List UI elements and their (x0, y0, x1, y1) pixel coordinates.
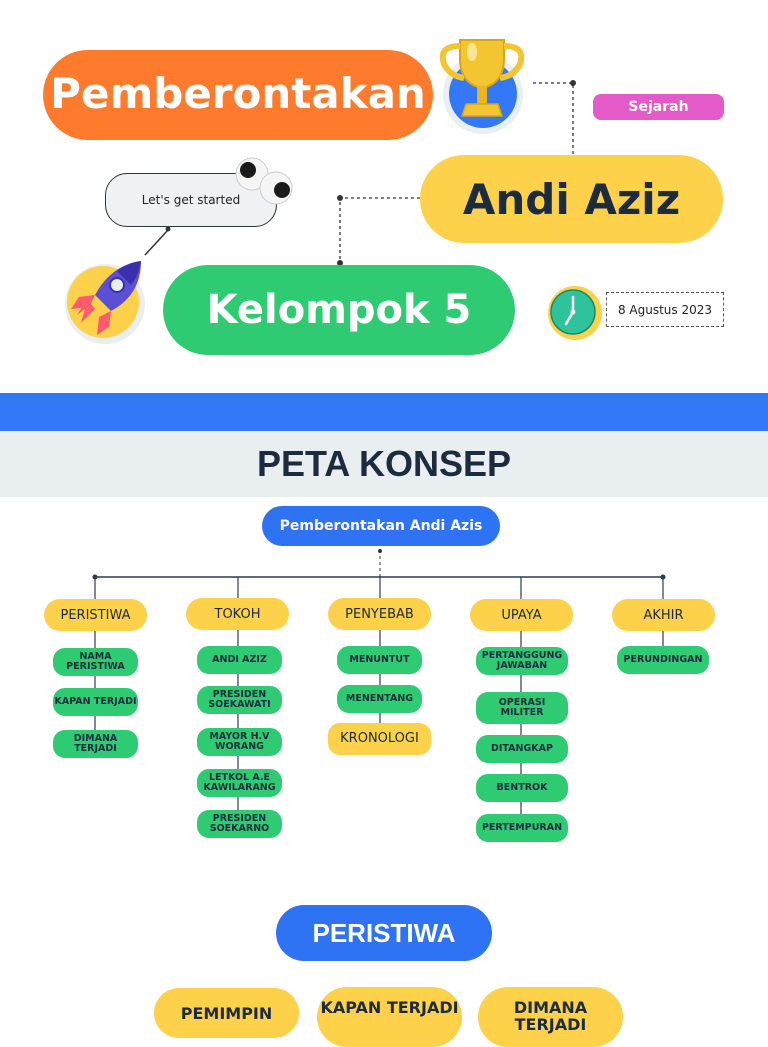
category-penyebab: PENYEBAB (328, 598, 431, 630)
category-akhir: AKHIR (612, 599, 715, 631)
title-pemberontakan: Pemberontakan (43, 50, 433, 140)
item-presiden-soekarno: PRESIDEN SOEKARNO (197, 810, 282, 838)
speech-bubble: Let's get started (105, 173, 277, 227)
item-presiden-soekawati: PRESIDEN SOEKAWATI (197, 686, 282, 714)
concept-map-heading: PETA KONSEP (0, 431, 768, 497)
item-menuntut: MENUNTUT (337, 646, 422, 674)
item-nama-peristiwa: NAMA PERISTIWA (53, 648, 138, 676)
item-kronologi: KRONOLOGI (328, 723, 431, 755)
item-operasi-militer: OPERASI MILITER (476, 692, 568, 724)
item-bentrok: BENTROK (476, 774, 568, 802)
item-andi-aziz: ANDI AZIZ (197, 646, 282, 674)
item-perundingan: PERUNDINGAN (617, 646, 709, 674)
sub-dimana-terjadi: DIMANA TERJADI (478, 987, 623, 1047)
title-andi-aziz: Andi Aziz (420, 155, 723, 243)
sub-kapan-terjadi: KAPAN TERJADI (317, 987, 462, 1047)
date-label: 8 Agustus 2023 (606, 292, 724, 327)
eyes-icon (232, 156, 294, 206)
item-kapan-terjadi: KAPAN TERJADI (53, 688, 138, 716)
title-kelompok: Kelompok 5 (163, 265, 515, 355)
item-pertanggung-jawaban: PERTANGGUNG JAWABAN (476, 647, 568, 675)
section-title-peristiwa: PERISTIWA (276, 905, 492, 961)
divider-band (0, 393, 768, 431)
item-letkol-kawilarang: LETKOL A.E KAWILARANG (197, 769, 282, 797)
category-peristiwa: PERISTIWA (44, 599, 147, 631)
sub-pemimpin: PEMIMPIN (154, 988, 299, 1038)
connector-lines (144, 80, 576, 266)
item-mayor-worang: MAYOR H.V WORANG (197, 728, 282, 756)
clock-icon (546, 284, 604, 342)
category-tokoh: TOKOH (186, 598, 289, 630)
subject-badge: Sejarah (593, 94, 724, 120)
item-menentang: MENENTANG (337, 685, 422, 713)
item-pertempuran: PERTEMPURAN (476, 814, 568, 842)
rocket-icon (55, 255, 155, 350)
tree-lines (92, 549, 666, 602)
item-ditangkap: DITANGKAP (476, 735, 568, 763)
concept-root: Pemberontakan Andi Azis (262, 506, 500, 546)
category-upaya: UPAYA (470, 599, 573, 631)
trophy-icon (432, 30, 532, 135)
item-dimana-terjadi: DIMANA TERJADI (53, 730, 138, 758)
